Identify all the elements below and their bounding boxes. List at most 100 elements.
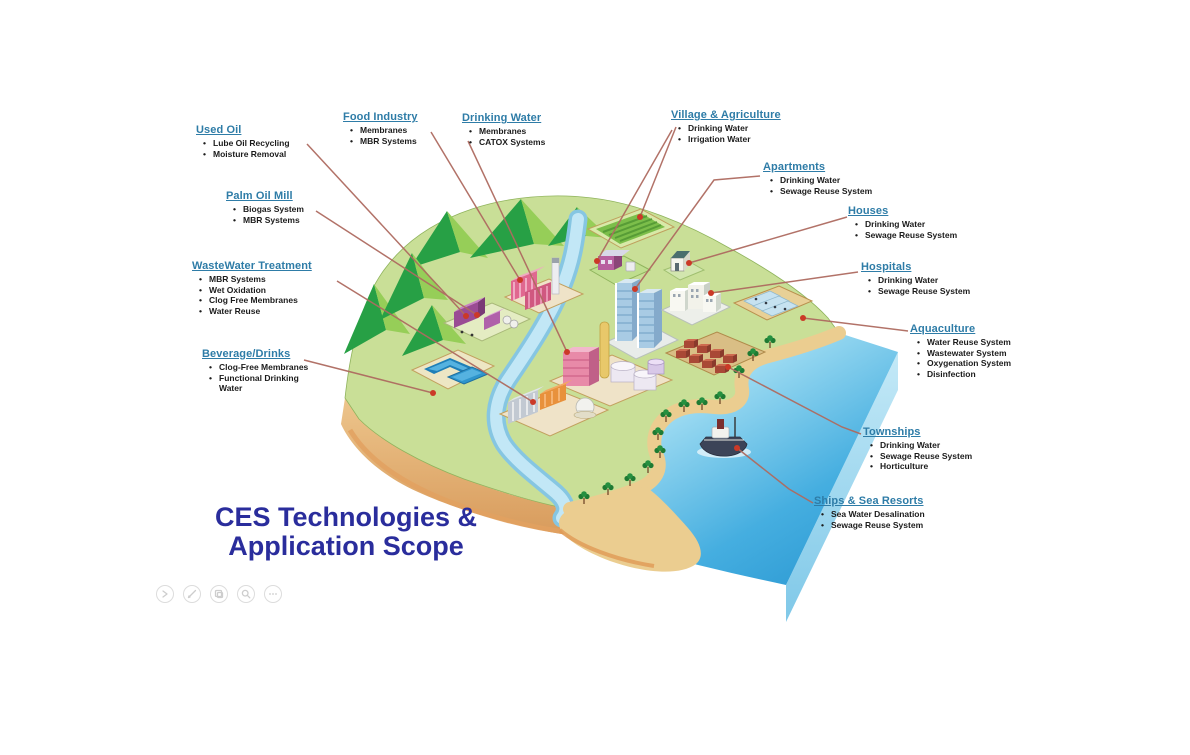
callout-list: Clog-Free Membranes Functional Drinking …: [206, 362, 319, 394]
slide-title: CES Technologies & Application Scope: [178, 503, 514, 561]
callout-list: Biogas System MBR Systems: [230, 204, 304, 225]
blue-pools: [410, 349, 496, 390]
callout-apartments: Apartments Drinking Water Sewage Reuse S…: [763, 161, 872, 196]
line-townships: [727, 366, 862, 435]
line-beverage: [303, 359, 434, 394]
callout-palm-oil-mill: Palm Oil Mill Biogas System MBR Systems: [226, 190, 304, 225]
pen-button[interactable]: [183, 585, 201, 603]
callout-item: Drinking Water: [865, 275, 970, 286]
callout-wastewater-treatment: WasteWater Treatment MBR Systems Wet Oxi…: [192, 260, 312, 316]
callout-item: Clog-Free Membranes: [206, 362, 319, 373]
slide-title-line2: Application Scope: [228, 531, 464, 561]
slide-title-line1: CES Technologies &: [214, 502, 478, 532]
callout-title: Beverage/Drinks: [202, 348, 291, 360]
callout-list: Drinking Water Sewage Reuse System Horti…: [867, 440, 972, 472]
callout-item: Lube Oil Recycling: [200, 138, 290, 149]
line-hospitals: [710, 271, 859, 294]
play-button[interactable]: [156, 585, 174, 603]
callout-list: Water Reuse System Wastewater System Oxy…: [914, 337, 1011, 379]
more-icon: [269, 593, 277, 595]
apartment-towers: [604, 279, 680, 360]
callout-title: Village & Agriculture: [671, 109, 781, 121]
line-village-field: [639, 126, 677, 218]
callout-item: Sewage Reuse System: [818, 520, 925, 531]
viewer-toolbar: [156, 585, 282, 603]
callout-title: Aquaculture: [910, 323, 976, 335]
callout-title: Food Industry: [343, 111, 418, 123]
pen-icon: [187, 589, 197, 599]
aquaculture-ponds: [732, 285, 814, 321]
island-side-sand-band: [347, 428, 567, 535]
callout-aquaculture: Aquaculture Water Reuse System Wastewate…: [910, 323, 1011, 379]
callout-used-oil: Used Oil Lube Oil Recycling Moisture Rem…: [196, 124, 290, 159]
callout-houses: Houses Drinking Water Sewage Reuse Syste…: [848, 205, 957, 240]
line-village-house: [596, 129, 673, 262]
ship: [697, 417, 751, 458]
line-aquaculture: [802, 317, 909, 332]
callout-food-industry: Food Industry Membranes MBR Systems: [343, 111, 418, 146]
water-plant: [548, 321, 674, 407]
callout-item: Sea Water Desalination: [818, 509, 925, 520]
callout-title: Palm Oil Mill: [226, 190, 293, 202]
sea-side-face: [786, 352, 898, 622]
zoom-icon: [241, 589, 251, 599]
line-apartments: [634, 175, 761, 290]
zoom-button[interactable]: [237, 585, 255, 603]
line-drinking-water: [467, 140, 568, 353]
callout-beverage-drinks: Beverage/Drinks Clog-Free Membranes Func…: [202, 348, 319, 394]
callout-item: MBR Systems: [230, 215, 304, 226]
callout-item: Horticulture: [867, 461, 972, 472]
callout-item: Drinking Water: [852, 219, 957, 230]
callout-item: Sewage Reuse System: [867, 451, 972, 462]
callout-item: Water Reuse: [196, 306, 312, 317]
callout-item: Oxygenation System: [914, 358, 1011, 369]
callout-item: Wastewater System: [914, 348, 1011, 359]
callout-title: Ships & Sea Resorts: [814, 495, 924, 507]
callout-list: Drinking Water Sewage Reuse System: [865, 275, 970, 296]
callout-list: Drinking Water Sewage Reuse System: [852, 219, 957, 240]
callout-item: MBR Systems: [347, 136, 418, 147]
callout-item: Functional Drinking Water: [206, 373, 319, 394]
callout-item: Membranes: [466, 126, 545, 137]
callout-list: Sea Water Desalination Sewage Reuse Syst…: [818, 509, 925, 530]
callout-title: Apartments: [763, 161, 826, 173]
river: [486, 209, 588, 528]
island-side-face: [341, 398, 574, 536]
village-buildings: [588, 250, 652, 286]
callout-item: MBR Systems: [196, 274, 312, 285]
callout-list: Drinking Water Sewage Reuse System: [767, 175, 872, 196]
callout-ships-sea-resorts: Ships & Sea Resorts Sea Water Desalinati…: [814, 495, 925, 530]
callout-item: Clog Free Membranes: [196, 295, 312, 306]
callout-title: Houses: [848, 205, 889, 217]
callout-item: Biogas System: [230, 204, 304, 215]
callout-lines: [303, 126, 909, 504]
hospital-complex: [660, 282, 732, 326]
callout-dots: [430, 214, 806, 451]
wastewater-plant: [498, 380, 610, 437]
callout-item: Irrigation Water: [675, 134, 781, 145]
callout-list: Membranes CATOX Systems: [466, 126, 545, 147]
line-palm-oil-mill: [315, 210, 478, 316]
copy-button[interactable]: [210, 585, 228, 603]
callout-item: CATOX Systems: [466, 137, 545, 148]
callout-list: MBR Systems Wet Oxidation Clog Free Memb…: [196, 274, 312, 316]
callout-item: Membranes: [347, 125, 418, 136]
callout-list: Drinking Water Irrigation Water: [675, 123, 781, 144]
play-icon: [162, 590, 168, 598]
callout-title: Hospitals: [861, 261, 912, 273]
more-options-button[interactable]: [264, 585, 282, 603]
callout-title: Drinking Water: [462, 112, 542, 124]
callout-village-agriculture: Village & Agriculture Drinking Water Irr…: [671, 109, 781, 144]
line-houses: [688, 216, 848, 264]
callout-item: Drinking Water: [675, 123, 781, 134]
line-wastewater: [336, 280, 534, 403]
callout-title: Used Oil: [196, 124, 242, 136]
line-ships: [736, 447, 814, 504]
callout-title: Townships: [863, 426, 921, 438]
callout-item: Wet Oxidation: [196, 285, 312, 296]
callout-item: Sewage Reuse System: [767, 186, 872, 197]
callout-item: Sewage Reuse System: [852, 230, 957, 241]
callout-drinking-water: Drinking Water Membranes CATOX Systems: [462, 112, 545, 147]
